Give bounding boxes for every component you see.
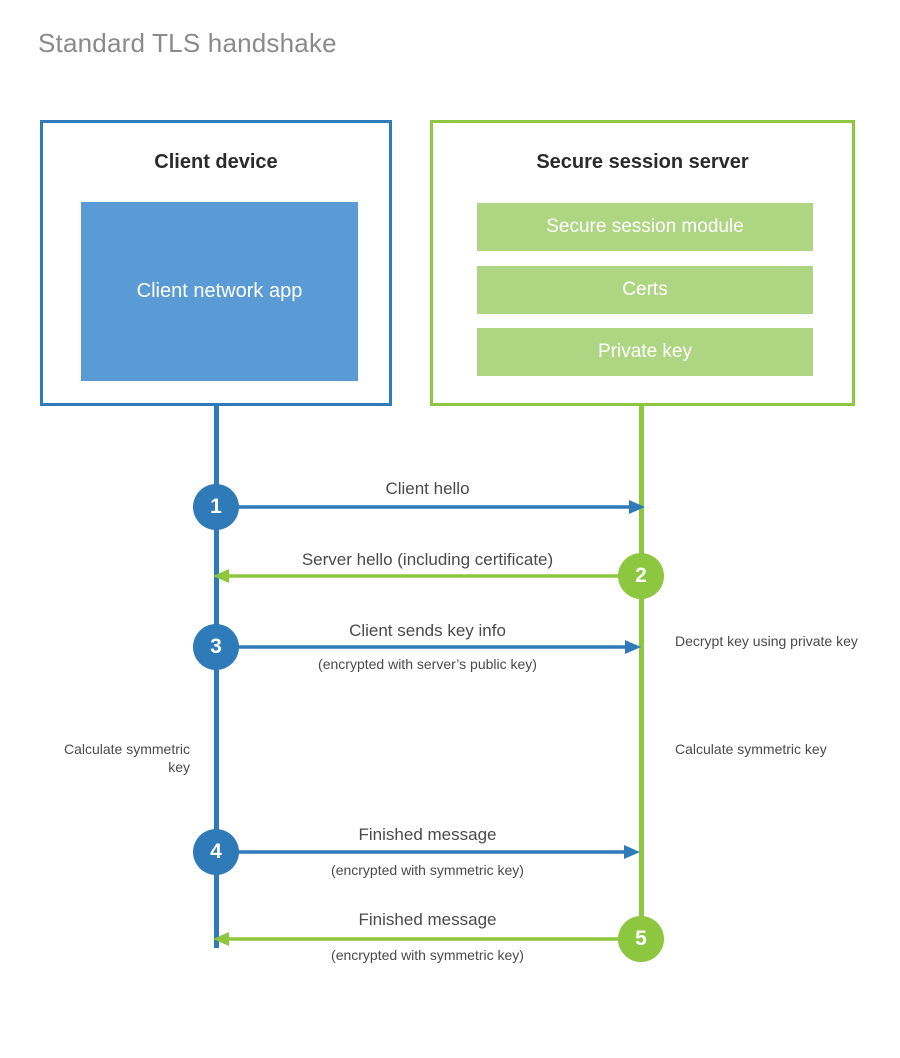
server-lifeline <box>639 403 644 939</box>
client-device-box: Client device Client network app <box>40 120 392 406</box>
server-component-label: Private key <box>598 341 692 362</box>
server-component-certs: Certs <box>477 266 813 314</box>
message-label-2-title: Server hello (including certificate) <box>301 550 554 569</box>
annotation-calculate-symmetric-key-server: Calculate symmetric key <box>675 741 827 757</box>
message-arrow-2 <box>213 569 641 583</box>
step-number-5[interactable]: 5 <box>618 916 664 962</box>
server-component-label: Secure session module <box>546 216 744 237</box>
message-label-5-subtitle: (encrypted with symmetric key) <box>331 947 524 963</box>
message-arrow-4 <box>216 845 640 859</box>
server-component-private-key: Private key <box>477 328 813 376</box>
secure-session-server-box: Secure session server Secure session mod… <box>430 120 855 406</box>
client-lifeline <box>214 403 219 948</box>
step-number-4[interactable]: 4 <box>193 829 239 875</box>
message-label-3-title: Client sends key info <box>349 621 506 640</box>
server-component-secure-session-module: Secure session module <box>477 203 813 251</box>
annotation-calculate-symmetric-key-client: Calculate symmetric key <box>63 741 190 776</box>
step-number-3[interactable]: 3 <box>193 624 239 670</box>
client-device-heading: Client device <box>154 151 278 173</box>
message-arrow-1 <box>216 500 645 514</box>
message-arrow-3 <box>216 640 641 654</box>
message-arrow-5 <box>213 932 641 946</box>
step-number-label: 5 <box>635 927 647 950</box>
secure-session-server-heading: Secure session server <box>536 151 749 173</box>
step-number-2[interactable]: 2 <box>618 553 664 599</box>
annotation-decrypt-key: Decrypt key using private key <box>675 633 858 649</box>
message-label-3-subtitle: (encrypted with server’s public key) <box>318 656 537 672</box>
message-label-5-title: Finished message <box>358 910 497 929</box>
client-network-app-block: Client network app <box>81 202 358 381</box>
message-label-4-subtitle: (encrypted with symmetric key) <box>331 862 524 878</box>
step-number-label: 4 <box>210 840 222 863</box>
message-label-1-title: Client hello <box>385 479 470 498</box>
step-number-1[interactable]: 1 <box>193 484 239 530</box>
step-number-label: 1 <box>210 495 222 518</box>
client-network-app-label: Client network app <box>136 280 303 302</box>
step-number-label: 3 <box>210 635 222 658</box>
step-number-label: 2 <box>635 564 647 587</box>
message-label-4-title: Finished message <box>358 825 497 844</box>
server-component-label: Certs <box>622 279 668 300</box>
page-title: Standard TLS handshake <box>38 28 337 58</box>
